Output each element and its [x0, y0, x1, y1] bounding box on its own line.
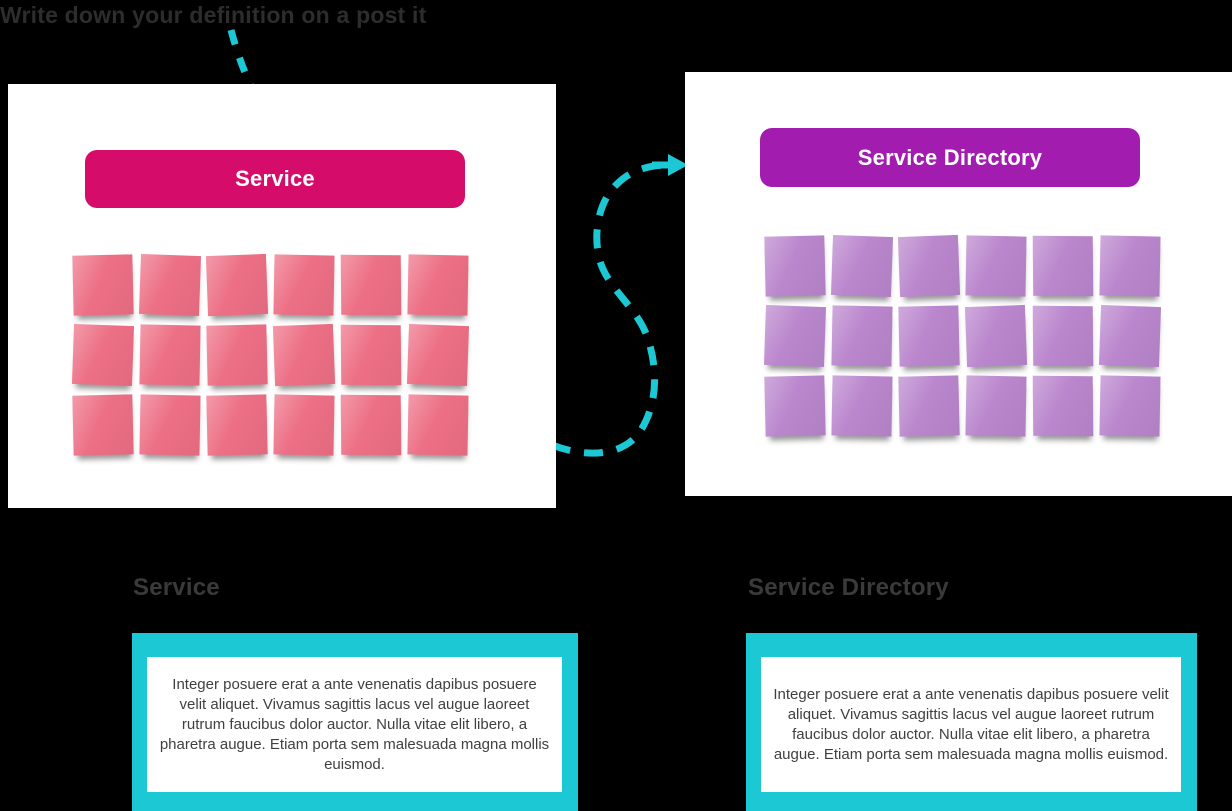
- sticky-note[interactable]: [1099, 235, 1161, 297]
- sticky-note[interactable]: [340, 394, 402, 456]
- sticky-note[interactable]: [964, 304, 1028, 368]
- sticky-note[interactable]: [71, 323, 135, 387]
- service-definition-heading: Service: [133, 574, 220, 601]
- sticky-note[interactable]: [764, 235, 826, 297]
- service-header-button[interactable]: Service: [85, 150, 465, 208]
- sticky-note[interactable]: [965, 235, 1027, 297]
- sticky-note[interactable]: [898, 375, 960, 437]
- sticky-note[interactable]: [898, 305, 960, 367]
- sticky-note[interactable]: [1098, 304, 1162, 368]
- sticky-note[interactable]: [340, 254, 402, 316]
- arrow-service-to-directory: [550, 154, 688, 457]
- service-directory-definition-box[interactable]: Integer posuere erat a ante venenatis da…: [746, 633, 1197, 811]
- sticky-note[interactable]: [831, 305, 893, 367]
- sticky-note[interactable]: [205, 253, 269, 317]
- service-definition-body: Integer posuere erat a ante venenatis da…: [159, 675, 550, 773]
- sticky-note[interactable]: [406, 323, 470, 387]
- service-header-label: Service: [235, 166, 315, 191]
- sticky-note[interactable]: [72, 394, 134, 456]
- sticky-note[interactable]: [72, 254, 134, 316]
- sticky-note[interactable]: [830, 234, 894, 298]
- service-directory-sticky-grid: [763, 234, 1162, 437]
- sticky-note[interactable]: [1099, 375, 1161, 437]
- sticky-note[interactable]: [1032, 235, 1094, 297]
- service-directory-header-button[interactable]: Service Directory: [760, 128, 1140, 187]
- sticky-note[interactable]: [273, 394, 335, 456]
- sticky-note[interactable]: [407, 254, 469, 316]
- sticky-note[interactable]: [272, 323, 336, 387]
- service-directory-definition-text-card: Integer posuere erat a ante venenatis da…: [761, 657, 1181, 792]
- board-title: Write down your definition on a post it: [0, 2, 427, 28]
- service-definition-box[interactable]: Integer posuere erat a ante venenatis da…: [132, 633, 578, 811]
- sticky-note[interactable]: [1032, 375, 1094, 437]
- sticky-note[interactable]: [831, 375, 893, 437]
- sticky-note[interactable]: [138, 253, 202, 317]
- service-directory-panel: Service Directory: [685, 72, 1232, 496]
- sticky-note[interactable]: [139, 394, 201, 456]
- sticky-note[interactable]: [764, 375, 826, 437]
- sticky-note[interactable]: [897, 234, 961, 298]
- sticky-note[interactable]: [139, 324, 201, 386]
- sticky-note[interactable]: [206, 394, 268, 456]
- service-definition-text-card: Integer posuere erat a ante venenatis da…: [147, 657, 562, 792]
- sticky-note[interactable]: [1032, 305, 1094, 367]
- service-sticky-grid: [71, 253, 470, 456]
- sticky-note[interactable]: [965, 375, 1027, 437]
- sticky-note[interactable]: [763, 304, 827, 368]
- sticky-note[interactable]: [340, 324, 402, 386]
- sticky-note[interactable]: [206, 324, 268, 386]
- sticky-note[interactable]: [407, 394, 469, 456]
- service-directory-header-label: Service Directory: [857, 144, 1043, 170]
- service-directory-definition-body: Integer posuere erat a ante venenatis da…: [773, 685, 1169, 763]
- sticky-note[interactable]: [273, 254, 335, 316]
- service-directory-definition-heading: Service Directory: [748, 574, 949, 601]
- service-panel: Service: [8, 84, 556, 508]
